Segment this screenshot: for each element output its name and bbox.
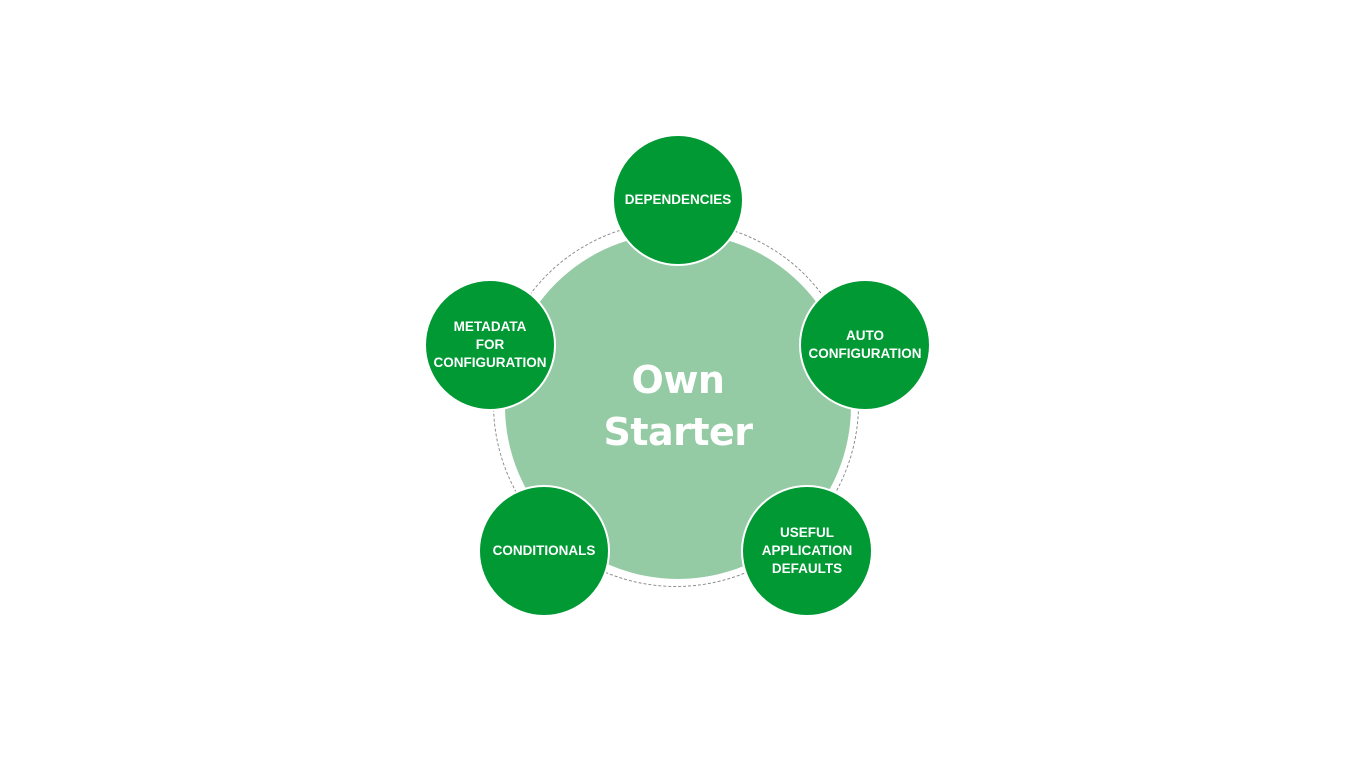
node-label: AUTO CONFIGURATION: [808, 328, 922, 361]
center-label-line2: Starter: [603, 410, 753, 454]
center-label-line1: Own: [631, 358, 725, 402]
node-dependencies: DEPENDENCIES: [612, 134, 744, 266]
node-metadata-for-configuration: METADATA FOR CONFIGURATION: [424, 279, 556, 411]
node-useful-application-defaults: USEFUL APPLICATION DEFAULTS: [741, 485, 873, 617]
node-label: USEFUL APPLICATION DEFAULTS: [761, 525, 853, 576]
node-label: METADATA FOR CONFIGURATION: [433, 319, 547, 370]
node-label: DEPENDENCIES: [624, 192, 732, 207]
center-label: Own Starter: [603, 354, 753, 458]
node-auto-configuration: AUTO CONFIGURATION: [799, 279, 931, 411]
node-conditionals: CONDITIONALS: [478, 485, 610, 617]
node-label: CONDITIONALS: [492, 543, 596, 558]
